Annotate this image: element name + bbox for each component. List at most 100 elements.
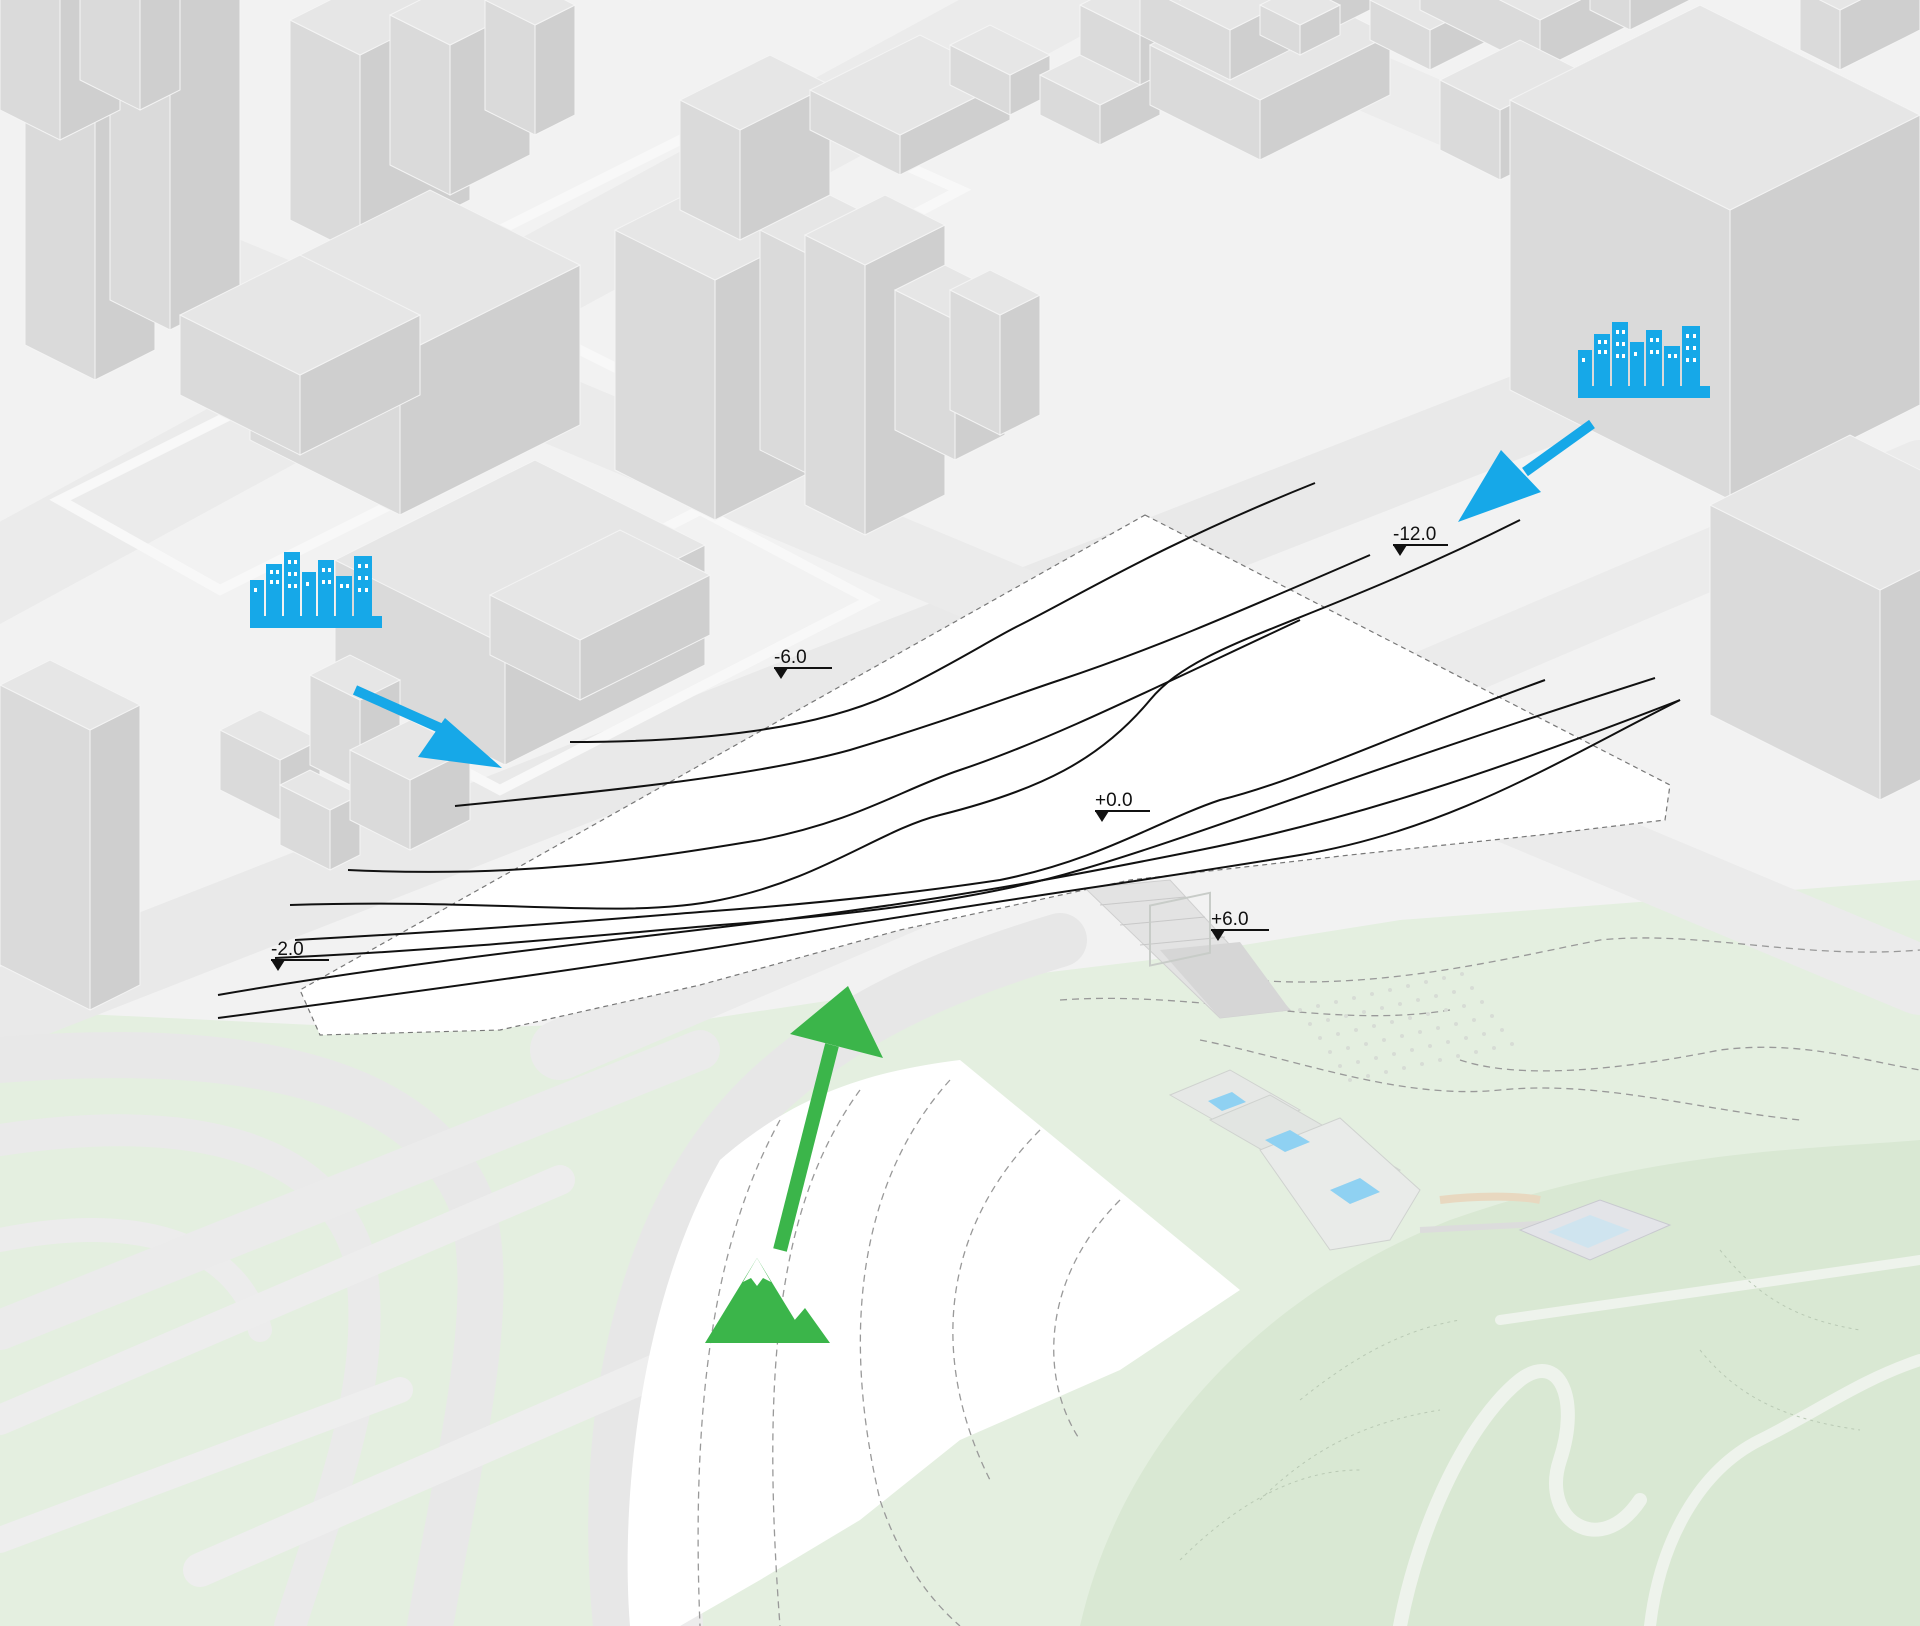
building <box>948 269 1042 436</box>
contour-line <box>347 619 1301 873</box>
city-buildings-icon <box>250 552 382 628</box>
elevation-markers: -12.0 -6.0 +0.0 +6.0 -2.0 <box>271 524 1448 971</box>
building <box>948 24 1052 116</box>
hillside-dot <box>1418 1030 1422 1034</box>
hillside-dot <box>1316 1004 1320 1008</box>
hillside-dot <box>1298 1008 1302 1012</box>
city-arrow-left <box>352 685 502 768</box>
hillside-dot <box>1446 1040 1450 1044</box>
hillside-dot <box>1344 1014 1348 1018</box>
hillside-dot <box>1308 1022 1312 1026</box>
contour-line <box>569 482 1316 743</box>
contour-line <box>294 679 1546 941</box>
building <box>0 659 142 1011</box>
building <box>278 769 362 871</box>
hillside-dot <box>1474 1050 1478 1054</box>
hillside-dot <box>1366 1074 1370 1078</box>
building <box>488 529 712 701</box>
elevation-marker: -12.0 <box>1393 524 1448 556</box>
hillside-dot <box>1420 1062 1424 1066</box>
hillside-dot <box>1334 1000 1338 1004</box>
building <box>79 0 181 111</box>
hillside-dot <box>1416 998 1420 1002</box>
hillside-dot <box>1424 980 1428 984</box>
hillside-dot <box>1318 1036 1322 1040</box>
hillside-dot <box>1328 1050 1332 1054</box>
mountain-arrow <box>773 986 883 1252</box>
hillside-dot <box>1346 1046 1350 1050</box>
hillside-dot <box>1408 1016 1412 1020</box>
building <box>808 34 1012 176</box>
building <box>1258 0 1342 56</box>
hillside-dot <box>1462 1004 1466 1008</box>
elevation-label: +6.0 <box>1211 909 1249 930</box>
contour-line <box>217 699 1681 1019</box>
hillside-dot <box>1406 984 1410 988</box>
hillside-dot <box>1438 1058 1442 1062</box>
hillside-dot <box>1442 976 1446 980</box>
contour-line <box>217 699 1681 996</box>
contour-line <box>274 677 1656 959</box>
hillside-dot <box>1388 988 1392 992</box>
site-platform <box>299 514 1671 1036</box>
hillside-dot <box>1390 1020 1394 1024</box>
flow-arrows <box>352 419 1595 1252</box>
lower-terrace <box>627 937 1920 1626</box>
elevation-label: -2.0 <box>271 939 304 960</box>
hillside-dot <box>1480 1000 1484 1004</box>
hillside-dot <box>1392 1052 1396 1056</box>
hillside-dot <box>1400 1034 1404 1038</box>
hillside-dot <box>1510 1042 1514 1046</box>
buildings <box>0 0 1920 1011</box>
hillside-dot <box>1454 1022 1458 1026</box>
hillside-dot <box>1460 972 1464 976</box>
building <box>1589 0 1691 31</box>
elevation-label: -6.0 <box>774 647 807 668</box>
hillside-dot <box>1490 1014 1494 1018</box>
city-arrow-right <box>1458 419 1595 522</box>
elevation-marker: +6.0 <box>1211 909 1269 941</box>
mountain-icon <box>705 1258 830 1343</box>
elevation-marker: -2.0 <box>271 939 329 971</box>
hillside-dot <box>1356 1060 1360 1064</box>
hillside-dot <box>1410 1048 1414 1052</box>
hillside-dot <box>1426 1012 1430 1016</box>
city-buildings-icon <box>1578 322 1710 398</box>
hillside-dot <box>1374 1056 1378 1060</box>
elevation-marker: -6.0 <box>774 647 832 679</box>
hillside-dot <box>1380 1006 1384 1010</box>
elevation-label: +0.0 <box>1095 790 1133 811</box>
hillside-dot <box>1362 1010 1366 1014</box>
hillside-dot <box>1470 986 1474 990</box>
hillside-dot <box>1434 994 1438 998</box>
elevation-label: -12.0 <box>1393 524 1436 545</box>
hillside-dot <box>1352 996 1356 1000</box>
hillside-dot <box>1444 1008 1448 1012</box>
building <box>483 0 577 136</box>
contour-line <box>289 519 1521 910</box>
hillside-dot <box>1456 1054 1460 1058</box>
hillside-pavilion <box>1149 891 1672 1261</box>
hillside-dot <box>1492 1046 1496 1050</box>
elevation-marker: +0.0 <box>1095 790 1150 822</box>
hillside-dot <box>1348 1078 1352 1082</box>
hillside-dot <box>1382 1038 1386 1042</box>
hillside-dot <box>1326 1018 1330 1022</box>
hillside-dot <box>1464 1036 1468 1040</box>
building <box>1508 4 1920 501</box>
hillside-dot <box>1384 1070 1388 1074</box>
hillside-dot <box>1482 1032 1486 1036</box>
hillside-dot <box>1372 1024 1376 1028</box>
building <box>678 54 832 241</box>
building <box>1708 434 1920 801</box>
hillside-dot <box>1354 1028 1358 1032</box>
hillside-dot <box>1364 1042 1368 1046</box>
hillside-dot <box>1402 1066 1406 1070</box>
hillside-dot <box>1428 1044 1432 1048</box>
hillside-dot <box>1472 1018 1476 1022</box>
hillside-dot <box>1436 1026 1440 1030</box>
building <box>1799 0 1920 71</box>
hillside-dot <box>1370 992 1374 996</box>
contour-lines <box>217 482 1681 1019</box>
